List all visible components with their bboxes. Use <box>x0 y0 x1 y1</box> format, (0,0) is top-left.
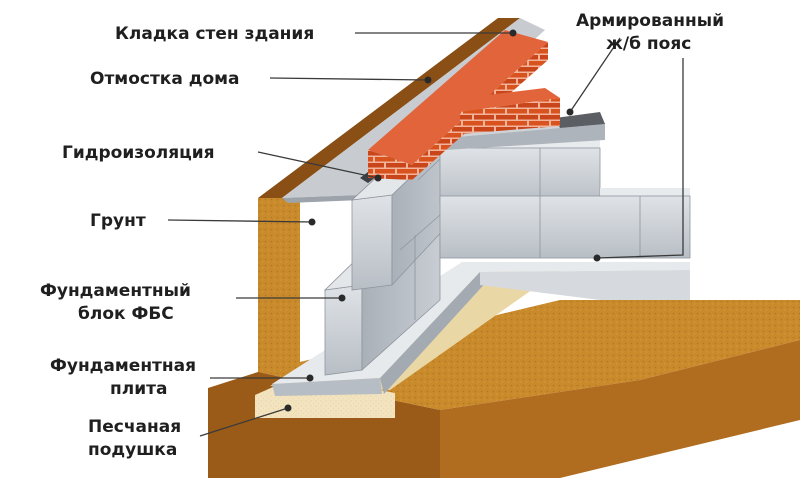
label-waterproofing: Гидроизоляция <box>62 143 215 163</box>
labels: Кладка стен здания Отмостка дома Гидроиз… <box>40 11 724 460</box>
leader-lines <box>167 29 684 437</box>
fbs-right-face-upper <box>439 147 601 204</box>
ground-surface <box>258 18 520 198</box>
brick-wall-cross-top <box>445 88 560 112</box>
belt-dark <box>555 112 605 128</box>
label-sand-line2: подушка <box>88 440 177 460</box>
label-belt-line2: ж/б пояс <box>606 34 691 54</box>
soil-base-right <box>440 340 800 478</box>
fbs-block-upper-front <box>351 194 393 291</box>
label-block-line1: Фундаментный <box>40 281 191 301</box>
label-block-line2: блок ФБС <box>78 304 174 324</box>
fbs-right-step-top <box>600 188 690 196</box>
slab-side <box>380 272 490 394</box>
label-sand-line1: Песчаная <box>88 417 181 437</box>
label-belt-line1: Армированный <box>576 11 724 31</box>
brick-masonry <box>368 30 560 180</box>
brick-wall-long-top <box>368 30 548 165</box>
slab-front <box>272 378 382 396</box>
slab-right-top <box>480 270 690 300</box>
label-slab-line1: Фундаментная <box>50 356 196 376</box>
brick-wall-long-face <box>368 150 412 180</box>
label-wall-masonry: Кладка стен здания <box>115 24 314 44</box>
label-soil: Грунт <box>90 211 146 231</box>
brick-wall-cross-face <box>460 98 560 134</box>
label-blind-area: Отмостка дома <box>90 69 240 89</box>
fbs-right-face-lower <box>439 195 691 259</box>
belt-front <box>445 124 605 150</box>
label-slab-line2: плита <box>110 379 167 399</box>
blind-area-edge <box>282 195 362 203</box>
soil-left-face <box>258 198 300 373</box>
fbs-blocks-right <box>439 140 691 259</box>
